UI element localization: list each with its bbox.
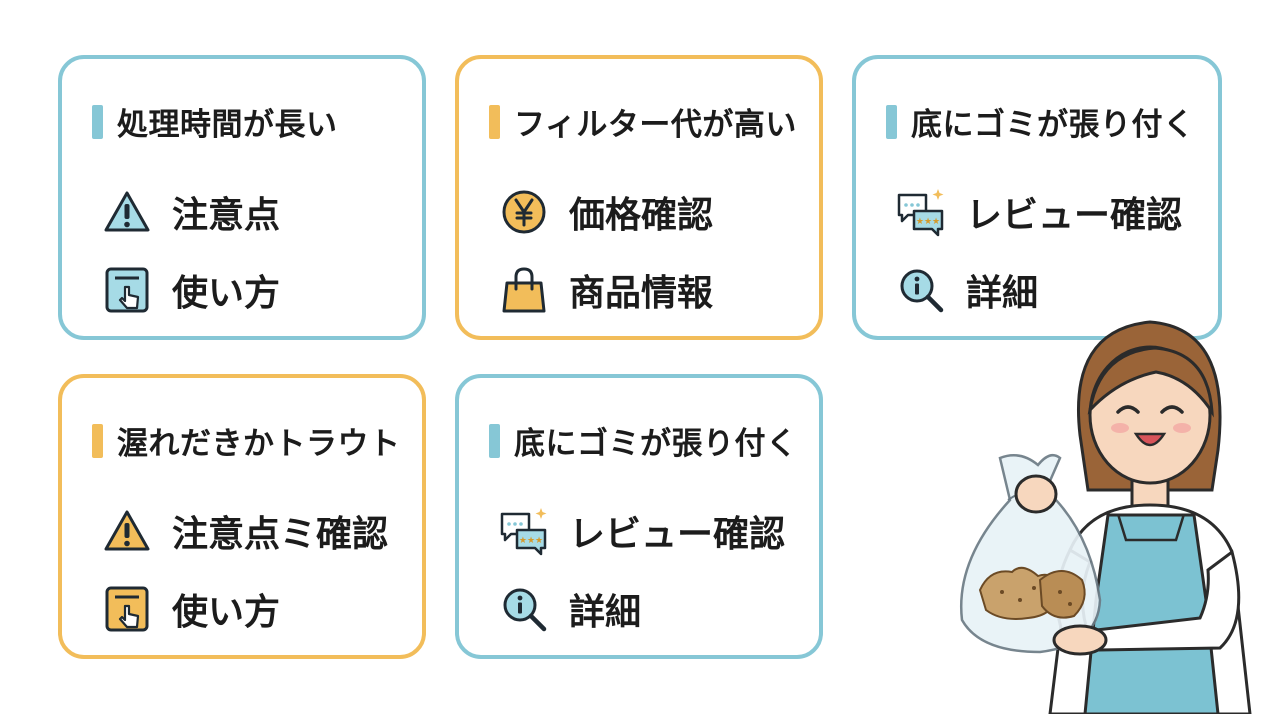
- link-review-check[interactable]: ★★★ レビュー確認: [499, 505, 785, 557]
- item-label: レビュー確認: [966, 195, 1183, 236]
- card-title: 処理時間が長い: [117, 107, 338, 143]
- card-title: 底にゴミが張り付く: [911, 107, 1195, 143]
- item-label: 詳細: [569, 592, 642, 633]
- link-how-to-use[interactable]: 使い方: [102, 583, 280, 635]
- item-label: 使い方: [172, 592, 281, 633]
- title-marker: [489, 423, 500, 458]
- card-overflow: 渥れだきかトラウト 注意点ミ確認 使い方: [58, 374, 426, 659]
- item-label: 注意点: [172, 195, 281, 236]
- title-marker: [92, 423, 103, 458]
- review-chat-icon: ★★★: [896, 187, 946, 237]
- link-product-info[interactable]: 商品情報: [499, 264, 713, 316]
- item-label: 商品情報: [569, 273, 714, 314]
- card-title: 底にゴミが張り付く: [514, 426, 798, 462]
- item-label: 詳細: [966, 273, 1039, 314]
- link-details[interactable]: 詳細: [896, 264, 1038, 316]
- info-search-icon: [896, 265, 946, 315]
- info-search-icon: [499, 584, 549, 634]
- manual-touch-icon: [102, 265, 152, 315]
- shopping-bag-icon: [499, 265, 549, 315]
- item-label: 使い方: [172, 273, 281, 314]
- title-marker: [886, 104, 897, 139]
- manual-touch-icon: [102, 584, 152, 634]
- svg-text:★★★: ★★★: [916, 217, 940, 227]
- card-processing-time: 処理時間が長い 注意点 使い方: [58, 55, 426, 340]
- item-label: 注意点ミ確認: [172, 514, 389, 555]
- card-filter-cost: フィルター代が高い 価格確認 商品情報: [455, 55, 823, 340]
- link-review-check[interactable]: ★★★ レビュー確認: [896, 186, 1182, 238]
- card-title: 渥れだきかトラウト: [117, 426, 401, 462]
- title-marker: [92, 104, 103, 139]
- link-details[interactable]: 詳細: [499, 583, 641, 635]
- warning-icon: [102, 506, 152, 556]
- warning-icon: [102, 187, 152, 237]
- svg-text:★★★: ★★★: [519, 536, 543, 546]
- yen-coin-icon: [499, 187, 549, 237]
- card-debris-sticking: 底にゴミが張り付く ★★★ レビュー確認 詳細: [852, 55, 1222, 340]
- item-label: レビュー確認: [569, 514, 786, 555]
- review-chat-icon: ★★★: [499, 506, 549, 556]
- card-debris-sticking-2: 底にゴミが張り付く ★★★ レビュー確認 詳細: [455, 374, 823, 659]
- item-label: 価格確認: [569, 195, 714, 236]
- link-cautions-check[interactable]: 注意点ミ確認: [102, 505, 388, 557]
- title-marker: [489, 104, 500, 139]
- card-title: フィルター代が高い: [514, 107, 797, 143]
- link-how-to-use[interactable]: 使い方: [102, 264, 280, 316]
- link-cautions[interactable]: 注意点: [102, 186, 280, 238]
- link-price-check[interactable]: 価格確認: [499, 186, 713, 238]
- woman-holding-bag-illustration: [950, 300, 1280, 714]
